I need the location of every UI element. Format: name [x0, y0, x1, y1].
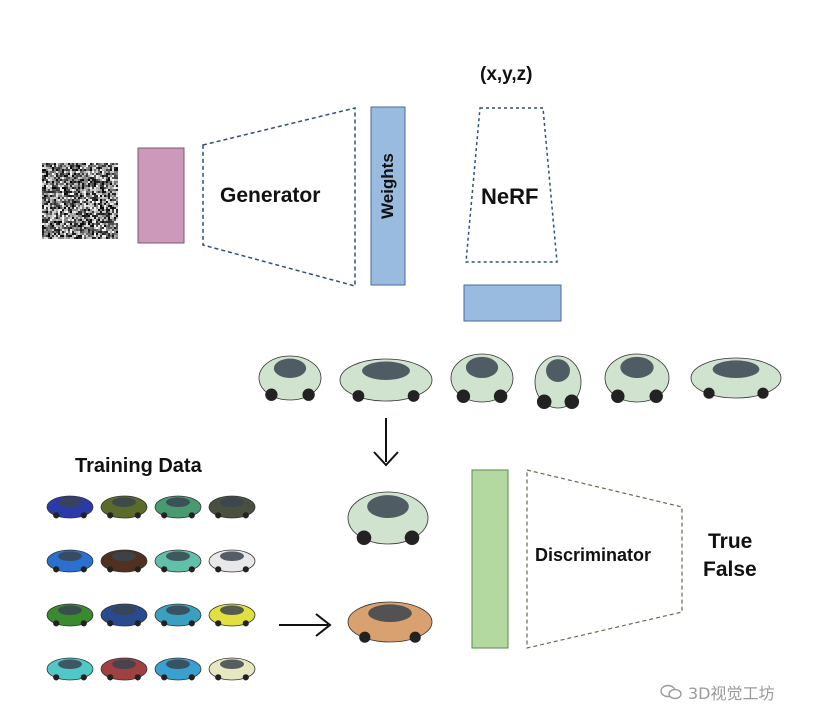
nerf-label: NeRF [481, 184, 539, 209]
weights-label: Weights [378, 153, 397, 219]
false-label: False [703, 558, 757, 581]
discriminator-block [471, 469, 509, 649]
generator-trapezoid [202, 107, 356, 287]
training-car [208, 549, 256, 573]
down-arrow-icon [373, 418, 399, 467]
generated-car-view [339, 358, 433, 402]
generator-label: Generator [220, 184, 321, 207]
right-arrow-icon [279, 613, 332, 637]
real-car-body [347, 601, 433, 643]
training-car [100, 495, 148, 519]
training-car [46, 603, 94, 627]
generated-car-view [450, 353, 514, 403]
training-data-label: Training Data [75, 455, 202, 477]
training-car [154, 495, 202, 519]
discriminator-trapezoid [526, 469, 683, 649]
training-car [100, 603, 148, 627]
nerf-trapezoid [465, 107, 558, 263]
generated-car-view [604, 353, 670, 403]
coords-label: (x,y,z) [480, 64, 533, 85]
weights-block [370, 106, 406, 286]
generated-car-body [347, 491, 429, 546]
generated-car-view [690, 357, 782, 399]
training-car [154, 657, 202, 681]
nerf-output-block [463, 284, 562, 322]
training-car [208, 603, 256, 627]
generated-car-view [534, 355, 582, 410]
watermark-text: 3D视觉工坊 [688, 684, 775, 703]
training-car [208, 657, 256, 681]
training-car [46, 549, 94, 573]
generated-car-view [258, 355, 322, 401]
training-car [208, 495, 256, 519]
discriminator-label: Discriminator [535, 545, 652, 565]
watermark: 3D视觉工坊 [660, 680, 775, 704]
training-car [46, 495, 94, 519]
wechat-icon [660, 684, 682, 700]
training-car [154, 549, 202, 573]
training-data-grid [46, 495, 256, 681]
true-label: True [708, 530, 753, 553]
latent-block [137, 147, 185, 244]
generated-car-sample [347, 491, 429, 546]
training-car [100, 657, 148, 681]
training-car [154, 603, 202, 627]
training-car [100, 549, 148, 573]
real-car-sample [347, 601, 433, 643]
training-car [46, 657, 94, 681]
